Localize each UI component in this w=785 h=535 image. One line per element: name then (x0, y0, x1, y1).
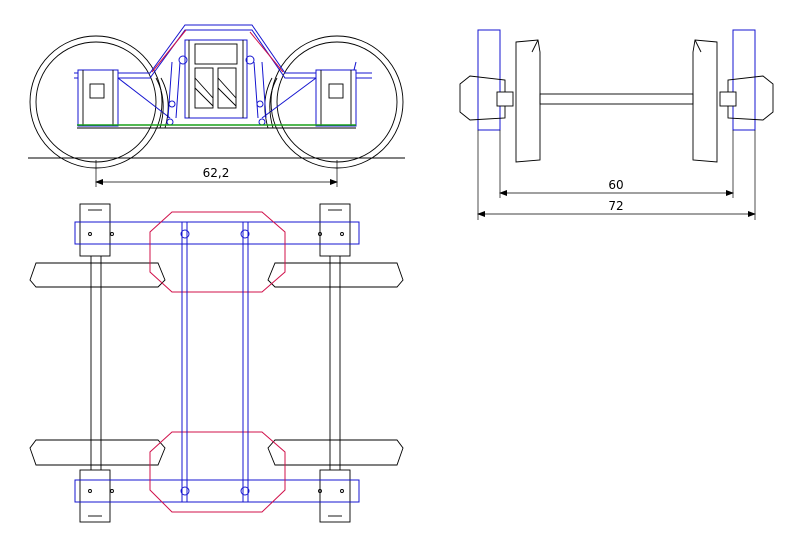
outer-width-dimension: 72 (477, 130, 756, 220)
right-axle-guide (732, 29, 756, 131)
bolster (184, 39, 248, 119)
brake-hangers (155, 55, 278, 129)
inner-gauge-label: 60 (608, 178, 623, 192)
center-frame (181, 221, 249, 503)
wheel-bottom-right (267, 439, 404, 466)
right-axle-plan (329, 251, 341, 478)
left-axle-plan (90, 251, 102, 478)
outer-width-label: 72 (608, 199, 623, 213)
axle (539, 93, 694, 105)
bottom-crossbeam (74, 479, 360, 503)
inner-gauge-dimension: 60 (499, 130, 734, 198)
left-wheel-profile (515, 39, 541, 163)
left-axle-guide (477, 29, 501, 131)
right-axlebox (315, 61, 357, 127)
bottom-bolster-plate (149, 431, 286, 513)
right-wheel-profile (692, 39, 718, 163)
side-elevation-view: 62,2 (28, 24, 405, 187)
top-crossbeam (74, 221, 360, 245)
end-view: 60 72 (459, 29, 774, 220)
wheelbase-dimension: 62,2 (95, 160, 338, 187)
wheelbase-label: 62,2 (203, 166, 230, 180)
side-frame (74, 24, 372, 119)
wheel-top-left (29, 262, 166, 288)
wheel-bottom-left (29, 439, 166, 466)
plan-view (29, 203, 404, 523)
left-axlebox (77, 69, 119, 127)
wheel-top-right (267, 262, 404, 288)
top-bolster-plate (149, 211, 286, 293)
